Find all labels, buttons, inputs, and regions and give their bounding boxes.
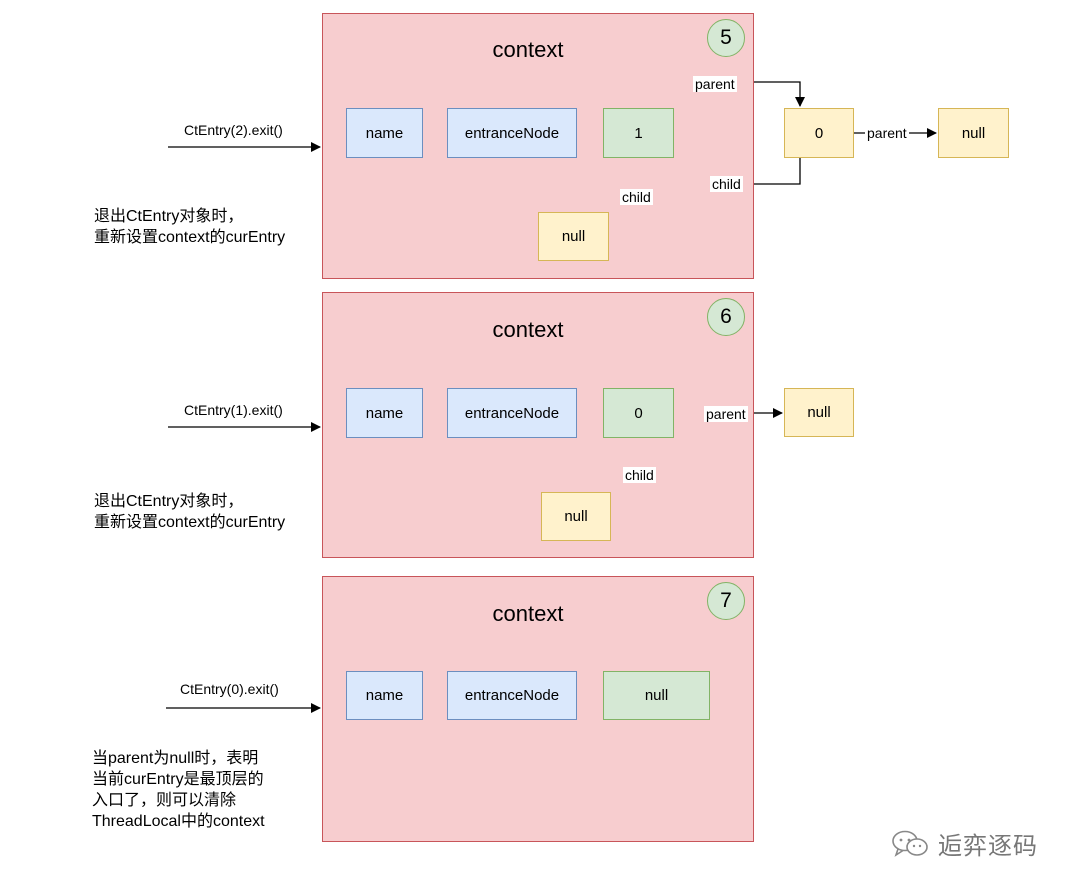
context-title: context bbox=[492, 601, 564, 626]
edge-label-child: child bbox=[620, 189, 653, 205]
exit-note: 退出CtEntry对象时， 重新设置context的curEntry bbox=[94, 493, 286, 531]
exit-call-label: CtEntry(0).exit() bbox=[180, 681, 279, 697]
context-title: context bbox=[492, 317, 564, 342]
cur-entry-null: null bbox=[603, 671, 710, 720]
wechat-icon bbox=[892, 830, 928, 857]
edge-label-child: child bbox=[710, 176, 743, 192]
entrance-node-field: entranceNode bbox=[447, 388, 577, 438]
edge-label-parent: parent bbox=[865, 125, 909, 141]
edge-label-parent: parent bbox=[704, 406, 748, 422]
exit-call-label: CtEntry(1).exit() bbox=[184, 402, 283, 418]
step-badge: 5 bbox=[707, 19, 745, 57]
parent-entry-node: 0 bbox=[784, 108, 854, 158]
cur-entry-node: 1 bbox=[603, 108, 674, 158]
step-badge: 7 bbox=[707, 582, 745, 620]
exit-note: 当parent为null时，表明 当前curEntry是最顶层的 入口了，则可以… bbox=[92, 750, 265, 830]
grandparent-null-node: null bbox=[938, 108, 1009, 158]
parent-null-node: null bbox=[784, 388, 854, 437]
cur-entry-node: 0 bbox=[603, 388, 674, 438]
edge-label-parent: parent bbox=[693, 76, 737, 92]
entrance-node-field: entranceNode bbox=[447, 671, 577, 720]
entrance-node-field: entranceNode bbox=[447, 108, 577, 158]
child-null-node: null bbox=[538, 212, 609, 261]
watermark: 逅弈逐码 bbox=[890, 826, 1038, 861]
step-badge: 6 bbox=[707, 298, 745, 336]
exit-call-label: CtEntry(2).exit() bbox=[184, 122, 283, 138]
watermark-text: 逅弈逐码 bbox=[938, 833, 1038, 860]
context-title: context bbox=[492, 37, 564, 62]
name-field: name bbox=[346, 388, 423, 438]
edge-label-child: child bbox=[623, 467, 656, 483]
child-null-node: null bbox=[541, 492, 611, 541]
exit-note: 退出CtEntry对象时， 重新设置context的curEntry bbox=[94, 208, 286, 246]
name-field: name bbox=[346, 671, 423, 720]
name-field: name bbox=[346, 108, 423, 158]
